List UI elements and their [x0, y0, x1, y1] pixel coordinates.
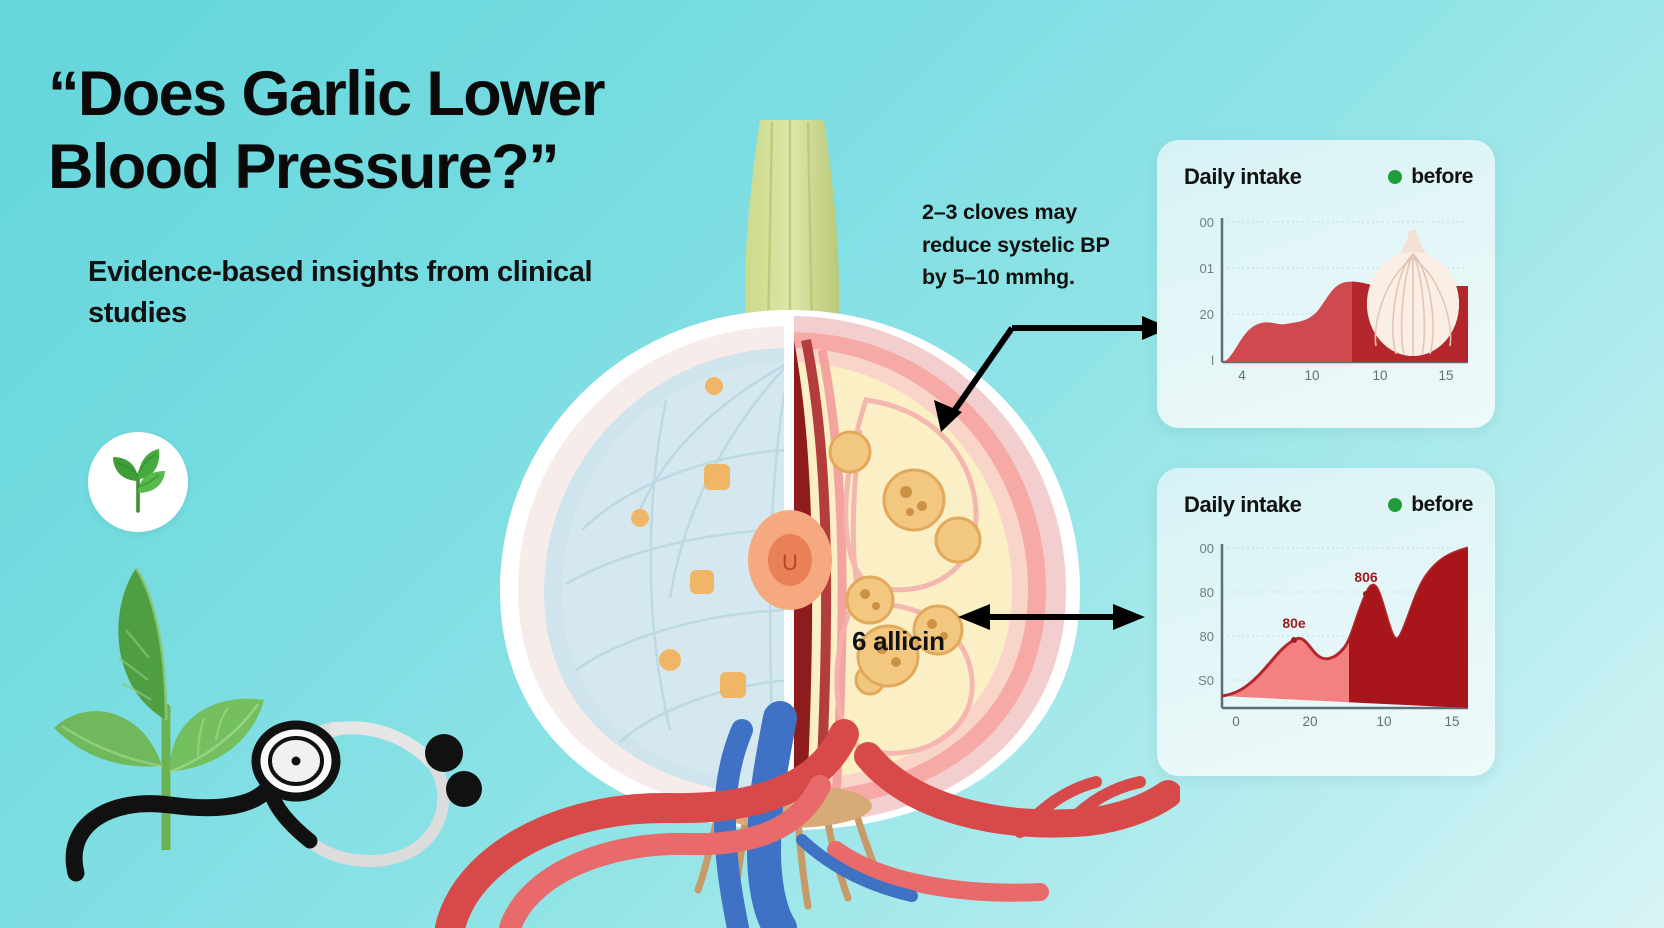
x-tick-label: 4: [1238, 368, 1246, 383]
stethoscope-icon: [65, 720, 482, 882]
page-subtitle: Evidence-based insights from clinical st…: [88, 256, 593, 330]
legend: before: [1388, 493, 1473, 517]
y-tick-label: 00: [1200, 215, 1214, 230]
legend-label: before: [1411, 493, 1473, 516]
data-point: [1363, 591, 1369, 597]
plant-icon: [54, 567, 264, 850]
legend-label: before: [1411, 165, 1473, 188]
card-title: Daily intake: [1184, 492, 1302, 517]
garlic-bulb-icon: [1367, 230, 1459, 356]
y-tick-label: 00: [1200, 541, 1214, 556]
card-header: Daily intake before: [1184, 492, 1473, 518]
x-tick-label: 15: [1444, 714, 1459, 729]
x-tick-label: 15: [1438, 368, 1453, 383]
allicin-annotation: 6 allicin: [852, 626, 945, 656]
data-point-label: 806: [1354, 569, 1378, 585]
y-tick-label: 80: [1200, 585, 1214, 600]
data-point: [1291, 637, 1297, 643]
blood-vessels-icon: [435, 701, 1180, 928]
legend: before: [1388, 165, 1473, 189]
y-tick-label: S0: [1198, 673, 1214, 688]
dose-annotation: 2–3 cloves may reduce systelic BP by 5–1…: [922, 200, 1110, 290]
legend-dot-icon: [1388, 498, 1403, 512]
y-tick-label: 80: [1200, 629, 1214, 644]
x-tick-label: 0: [1232, 714, 1240, 729]
card-title: Daily intake: [1184, 164, 1302, 189]
leaf-icon: [113, 449, 165, 513]
x-tick-label: 20: [1302, 714, 1317, 729]
card-header: Daily intake before: [1184, 164, 1473, 190]
x-tick-label: 10: [1376, 714, 1391, 729]
chart-card-daily-intake-2[interactable]: Daily intake before 00 80 80 S0: [1157, 468, 1495, 776]
garlic-bulb-cross-section-icon: U: [500, 120, 1080, 910]
y-tick-label: 20: [1200, 307, 1214, 322]
leaf-badge: [88, 432, 188, 532]
y-tick-label: 01: [1200, 261, 1214, 276]
page-title: “Does Garlic Lower Blood Pressure?”: [48, 59, 605, 203]
x-tick-label: 10: [1372, 368, 1387, 383]
y-tick-label: l: [1211, 353, 1214, 368]
svg-text:U: U: [782, 550, 798, 575]
chart-card-daily-intake-1[interactable]: Daily intake before 00 01 20 l: [1157, 140, 1495, 428]
x-tick-label: 10: [1304, 368, 1319, 383]
data-point-label: 80e: [1282, 615, 1306, 631]
area-chart-1: 00 01 20 l: [1200, 215, 1468, 383]
legend-dot-icon: [1388, 170, 1403, 184]
area-chart-2: 00 80 80 S0 80e 806 0 20 10 15: [1198, 541, 1468, 729]
